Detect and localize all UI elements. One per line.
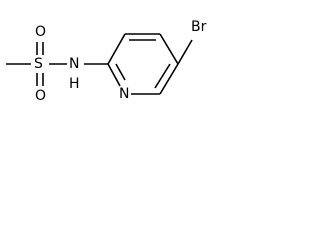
bond-c2-n1-inner [115,63,126,81]
atom-labels: Br N N H S O O [34,19,207,104]
bond-c2-n1 [107,63,121,87]
bond-c2-c3 [107,33,126,65]
atom-br-label: Br [191,19,207,35]
atom-h-amide-label: H [69,76,80,92]
bond-c5-c6 [159,63,179,95]
atom-o-top-label: O [35,24,46,40]
atom-n-ring-label: N [119,86,129,102]
atom-o-bottom-label: O [35,88,46,104]
bonds [6,33,193,95]
bond-c5-br [177,39,193,65]
chemical-structure: Br N N H S O O [6,19,207,104]
bond-c5-c6-inner [154,63,171,89]
atom-n-amide-label: N [69,56,79,72]
bond-c4-c5 [159,33,179,65]
atom-s-label: S [34,56,43,72]
